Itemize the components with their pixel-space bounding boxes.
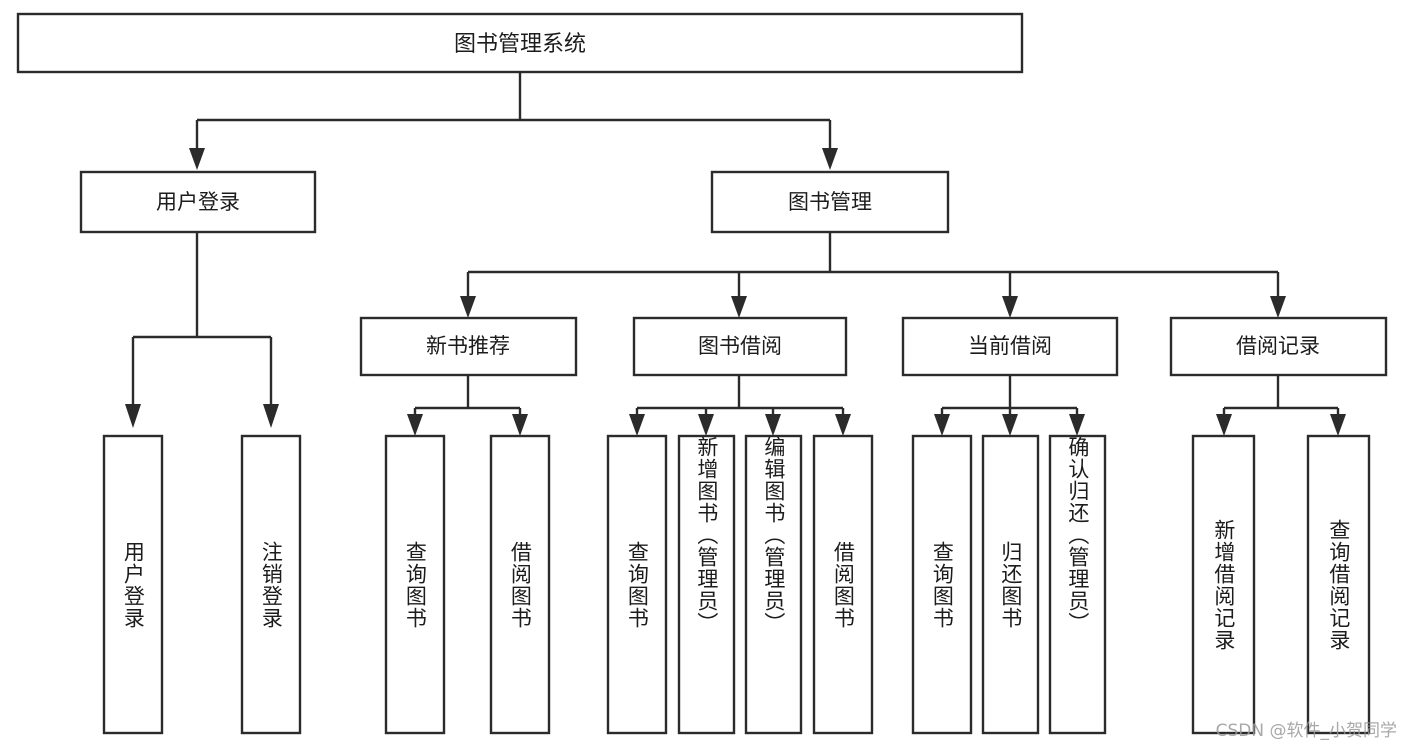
arrow-head-current-borrow [1002,296,1018,318]
node-label-book-management: 图书管理 [788,190,872,214]
arrow-head-leaf-logout [263,404,279,428]
node-box-new-book-recommend[interactable] [359,316,578,377]
leaf-box-borrow-record-2[interactable] [1306,434,1371,735]
arrow-head-cb-leaf1 [934,414,950,436]
leaf-box-new-book-2[interactable] [489,434,551,735]
node-label-user-login: 用户登录 [156,190,240,214]
node-box-user-login[interactable] [79,170,317,234]
arrow-head-book-borrow [731,296,747,318]
node-label-book-borrow: 图书借阅 [698,334,782,358]
leaf-box-user-login-2[interactable] [240,434,302,735]
node-user-login[interactable]: 用户登录 [79,170,317,234]
node-label-borrow-record: 借阅记录 [1236,334,1320,358]
node-book-borrow[interactable]: 图书借阅 [632,316,848,377]
arrow-head-bb-leaf2 [698,414,714,436]
node-label-current-borrow: 当前借阅 [968,334,1052,358]
arrow-head-cb-leaf2 [1002,414,1018,436]
node-box-borrow-record[interactable] [1169,316,1388,377]
arrow-head-br-leaf1 [1216,414,1232,436]
connector-group-root-to-level1 [189,72,838,170]
node-box-book-management[interactable] [710,170,950,234]
leaf-box-book-borrow-2[interactable] [677,434,736,735]
node-book-management[interactable]: 图书管理 [710,170,950,234]
arrow-head-borrow-record [1270,296,1286,318]
connector-group-user-login-children [125,232,279,428]
connector-group-current-borrow-children [934,375,1085,436]
leaf-box-book-borrow-1[interactable] [606,434,668,735]
node-borrow-record[interactable]: 借阅记录 [1169,316,1388,377]
node-box-root[interactable] [16,12,1024,74]
arrow-head-leaf-user-login [125,404,141,428]
leaf-box-current-borrow-1[interactable] [911,434,973,735]
arrow-head-nb-leaf1 [407,414,423,436]
connector-group-book-mgmt-children [460,232,1286,318]
connector-group-new-book-children [407,375,528,436]
arrow-head-br-leaf2 [1330,414,1346,436]
arrow-head-book-mgmt [822,148,838,170]
arrow-head-new-book-recommend [460,296,476,318]
arrow-head-user-login [189,148,205,170]
node-current-borrow[interactable]: 当前借阅 [901,316,1119,377]
leaf-box-current-borrow-2[interactable] [981,434,1040,735]
connector-group-borrow-record-children [1216,375,1346,436]
leaf-box-book-borrow-3[interactable] [744,434,803,735]
node-root[interactable]: 图书管理系统 [16,12,1024,74]
arrow-head-bb-leaf4 [835,414,851,436]
leaf-box-book-borrow-4[interactable] [812,434,874,735]
node-new-book-recommend[interactable]: 新书推荐 [359,316,578,377]
node-box-book-borrow[interactable] [632,316,848,377]
leaf-box-current-borrow-3[interactable] [1048,434,1107,735]
node-label-new-book-recommend: 新书推荐 [426,334,510,358]
arrow-head-bb-leaf1 [629,414,645,436]
connector-group-book-borrow-children [629,375,851,436]
arrow-head-nb-leaf2 [512,414,528,436]
leaf-box-borrow-record-1[interactable] [1191,434,1256,735]
leaf-box-new-book-1[interactable] [384,434,446,735]
node-label-root: 图书管理系统 [454,32,586,57]
node-box-current-borrow[interactable] [901,316,1119,377]
arrow-head-cb-leaf3 [1069,414,1085,436]
arrow-head-bb-leaf3 [765,414,781,436]
leaf-box-user-login-1[interactable] [102,434,164,735]
